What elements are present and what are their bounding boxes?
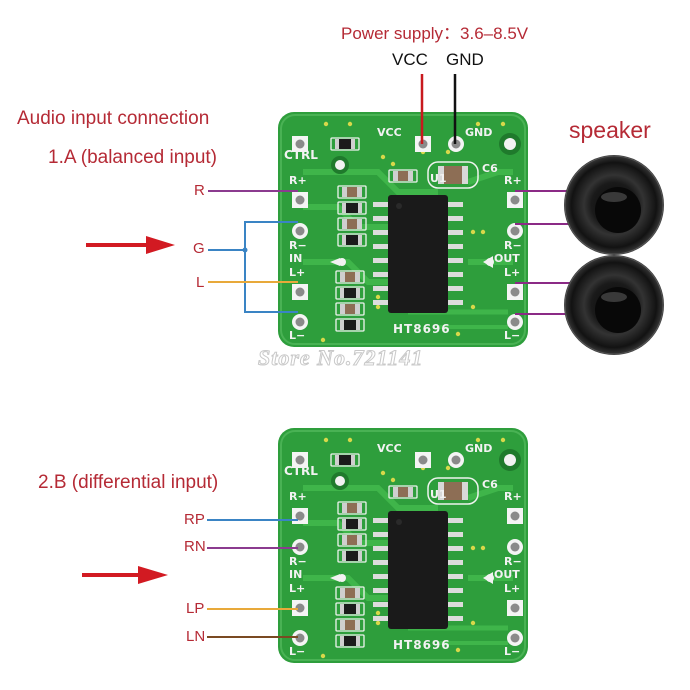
input-label-r: R [194, 182, 205, 199]
u1-label: U1 [430, 488, 447, 501]
store-watermark: Store No.721141 [257, 345, 424, 371]
ctrl-label: CTRL [284, 148, 318, 162]
input-label-l: L [196, 274, 205, 291]
board-gnd-label: GND [465, 126, 493, 139]
left-pin-r-plus: R+ [289, 490, 307, 503]
differential-input-subtitle: 2.B (differential input) [38, 472, 219, 493]
vcc-label: VCC [392, 50, 428, 69]
audio-input-title: Audio input connection [17, 108, 210, 129]
board-gnd-label: GND [465, 442, 493, 455]
c6-label: C6 [482, 162, 498, 175]
arrow-b-head [138, 566, 168, 584]
right-pin-out: OUT [494, 252, 520, 265]
left-pin-in: IN [289, 252, 303, 265]
power-supply-label: Power supply：3.6–8.5V [341, 24, 529, 43]
right-pin-r-minus: R− [504, 555, 522, 568]
gnd-label: GND [446, 50, 484, 69]
balanced-input-subtitle: 1.A (balanced input) [48, 147, 218, 168]
left-pin-l-plus: L+ [289, 266, 306, 279]
chip-label: HT8696 [393, 322, 451, 336]
left-pin-r-minus: R− [289, 555, 307, 568]
board-a-silkscreen: CTRL VCC GND U1 C6 R+ R− IN L+ L− R+ R− … [278, 112, 528, 347]
speaker-right [564, 155, 664, 255]
input-label-g: G [193, 240, 205, 257]
left-pin-r-plus: R+ [289, 174, 307, 187]
left-pin-in: IN [289, 568, 303, 581]
right-pin-l-plus: L+ [504, 582, 521, 595]
chip-label: HT8696 [393, 638, 451, 652]
board-vcc-label: VCC [377, 126, 402, 139]
input-label-rp: RP [184, 511, 205, 528]
right-pin-l-plus: L+ [504, 266, 521, 279]
right-pin-out: OUT [494, 568, 520, 581]
left-pin-l-minus: L− [289, 645, 306, 658]
right-pin-l-minus: L− [504, 645, 521, 658]
speaker-label: speaker [569, 117, 651, 143]
speaker-left [564, 255, 664, 355]
input-label-lp: LP [186, 600, 205, 617]
board-b-silkscreen: CTRL VCC GND U1 C6 R+ R− IN L+ L− R+ R− … [278, 428, 528, 663]
input-label-ln: LN [186, 628, 206, 645]
left-pin-l-minus: L− [289, 329, 306, 342]
right-pin-r-plus: R+ [504, 490, 522, 503]
ctrl-label: CTRL [284, 464, 318, 478]
left-pin-r-minus: R− [289, 239, 307, 252]
c6-label: C6 [482, 478, 498, 491]
wire-g-junction [242, 247, 248, 253]
left-pin-l-plus: L+ [289, 582, 306, 595]
right-pin-r-minus: R− [504, 239, 522, 252]
arrow-a-head [146, 236, 175, 254]
input-label-rn: RN [184, 538, 206, 555]
u1-label: U1 [430, 172, 447, 185]
right-pin-r-plus: R+ [504, 174, 522, 187]
right-pin-l-minus: L− [504, 329, 521, 342]
board-vcc-label: VCC [377, 442, 402, 455]
